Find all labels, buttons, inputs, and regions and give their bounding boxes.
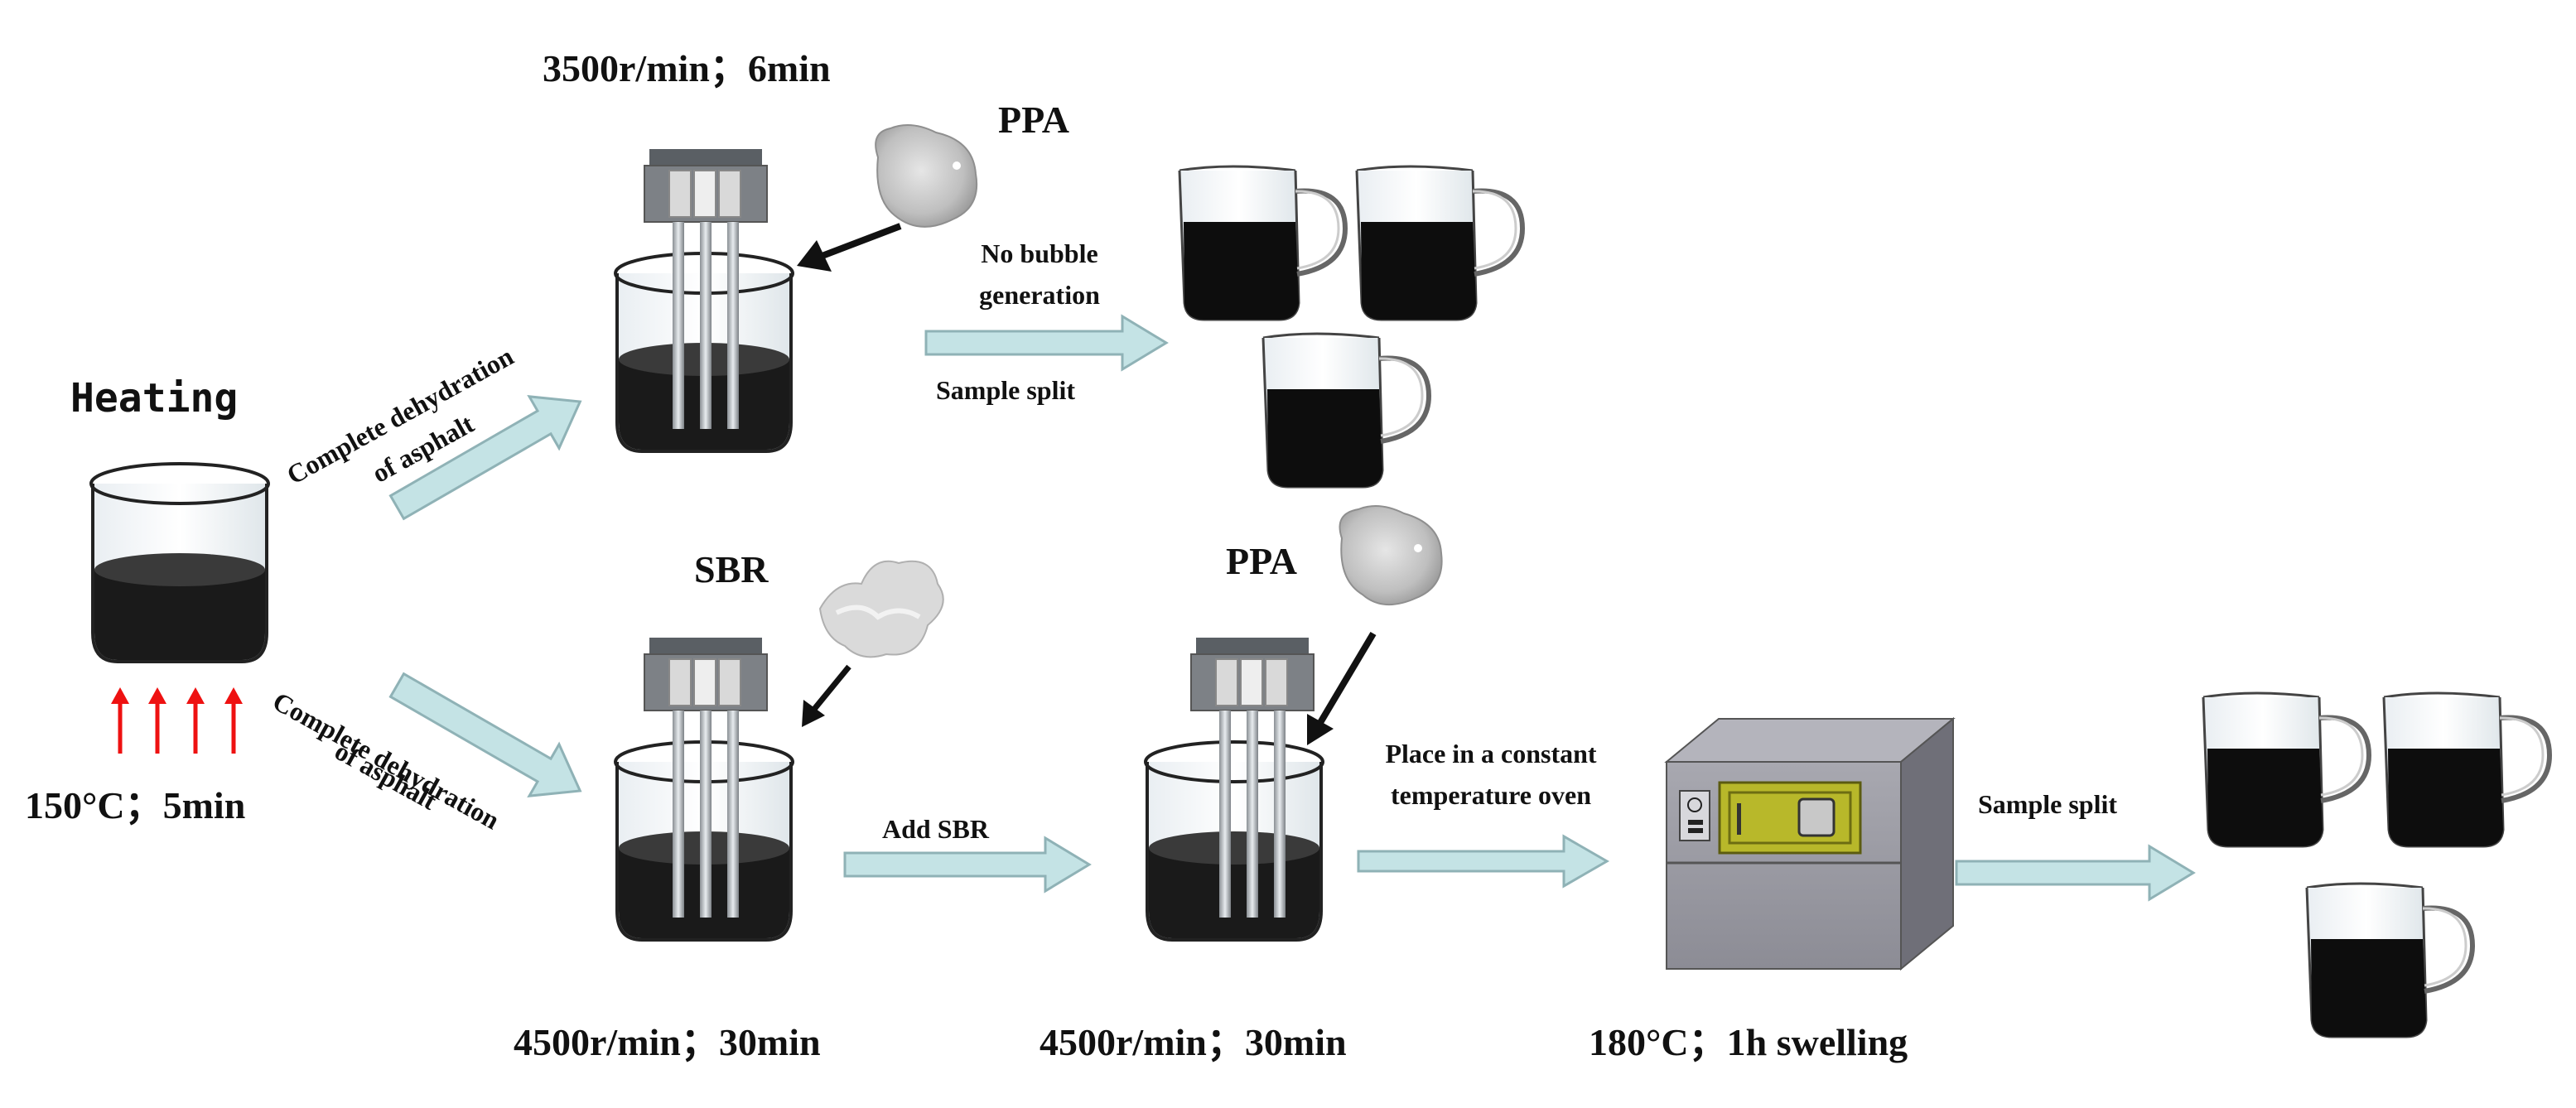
jug-icon: [2203, 693, 2369, 846]
bottom-stir-condition-2: 4500r/min；30min: [1040, 1021, 1347, 1063]
arrow-icon: [843, 836, 1092, 894]
jug-icon: [1357, 166, 1522, 320]
arrow-icon: [802, 664, 851, 727]
jug-icon: [2384, 693, 2549, 846]
arrow-icon: [388, 672, 582, 797]
top-sample-split: Sample split: [936, 375, 1076, 405]
arrow-icon: [388, 395, 582, 521]
arrow-icon: [924, 314, 1169, 372]
heat-arrow-icon: [111, 687, 243, 754]
bottom-ppa-label: PPA: [1226, 540, 1298, 582]
top-additive-label: PPA: [998, 99, 1070, 141]
bottom-stir-condition-1: 4500r/min；30min: [514, 1021, 821, 1063]
add-sbr-label: Add SBR: [882, 814, 989, 844]
jug-icon: [1179, 166, 1345, 320]
top-stir-condition: 3500r/min；6min: [543, 47, 831, 89]
jug-icon: [1263, 334, 1429, 487]
arrow-icon: [1307, 631, 1377, 745]
arrow-icon: [797, 223, 902, 272]
heating-beaker-icon: [89, 462, 270, 663]
sbr-additive-label: SBR: [694, 548, 769, 590]
jug-icon: [2307, 884, 2472, 1037]
no-bubble-line1: No bubble: [981, 238, 1098, 268]
powder-icon: [1339, 505, 1443, 606]
heating-condition: 150°C；5min: [25, 784, 246, 826]
heating-title: Heating: [70, 375, 239, 422]
oven-condition: 180°C；1h swelling: [1589, 1021, 1908, 1063]
arrow-icon: [1955, 844, 2196, 902]
oven-icon: [1664, 716, 1956, 971]
oven-instruction-line2: temperature oven: [1391, 780, 1591, 810]
oven-instruction-line1: Place in a constant: [1385, 739, 1597, 768]
arrow-icon: [1357, 834, 1610, 889]
no-bubble-line2: generation: [979, 280, 1100, 310]
powder-icon: [818, 560, 944, 658]
powder-icon: [875, 124, 978, 228]
bottom-sample-split: Sample split: [1978, 789, 2118, 819]
bottom-beaker-icon: [1144, 740, 1324, 942]
